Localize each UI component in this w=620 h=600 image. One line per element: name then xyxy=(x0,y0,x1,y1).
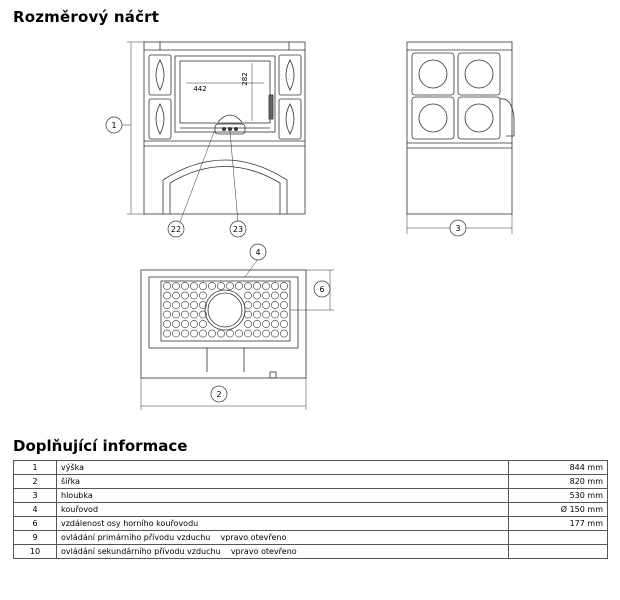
row-value: Ø 150 mm xyxy=(508,502,608,517)
row-number: 9 xyxy=(13,530,57,545)
callout-22: 22 xyxy=(171,225,181,234)
callout-1: 1 xyxy=(111,121,116,130)
row-value xyxy=(508,530,608,545)
row-value: 530 mm xyxy=(508,488,608,503)
row-value: 177 mm xyxy=(508,516,608,531)
row-description: hloubka xyxy=(56,488,509,503)
row-description: vzdálenost osy horního kouřovodu xyxy=(56,516,509,531)
section-title: Rozměrový náčrt xyxy=(13,8,160,26)
dimension-282: 282 xyxy=(241,72,249,85)
row-number: 2 xyxy=(13,474,57,489)
row-number: 3 xyxy=(13,488,57,503)
callout-3: 3 xyxy=(455,224,460,233)
row-number: 1 xyxy=(13,460,57,475)
row-number: 10 xyxy=(13,544,57,559)
callout-4: 4 xyxy=(255,248,260,257)
top-view xyxy=(140,258,334,410)
callout-2: 2 xyxy=(216,390,221,399)
row-number: 6 xyxy=(13,516,57,531)
row-description: výška xyxy=(56,460,509,475)
front-view xyxy=(122,41,306,223)
row-description: kouřovod xyxy=(56,502,509,517)
row-description: ovládání sekundárního přívodu vzduchu vp… xyxy=(56,544,509,559)
dimension-drawing: 1 22 23 3 4 6 2 442 282 xyxy=(105,41,515,410)
row-value: 844 mm xyxy=(508,460,608,475)
row-value: 820 mm xyxy=(508,474,608,489)
callout-23: 23 xyxy=(233,225,243,234)
row-description: ovládání primárního přívodu vzduchu vpra… xyxy=(56,530,509,545)
row-number: 4 xyxy=(13,502,57,517)
side-view xyxy=(406,41,515,234)
info-title: Doplňující informace xyxy=(13,437,188,455)
dimension-442: 442 xyxy=(193,85,206,93)
callout-6: 6 xyxy=(319,285,324,294)
row-description: šířka xyxy=(56,474,509,489)
row-value xyxy=(508,544,608,559)
